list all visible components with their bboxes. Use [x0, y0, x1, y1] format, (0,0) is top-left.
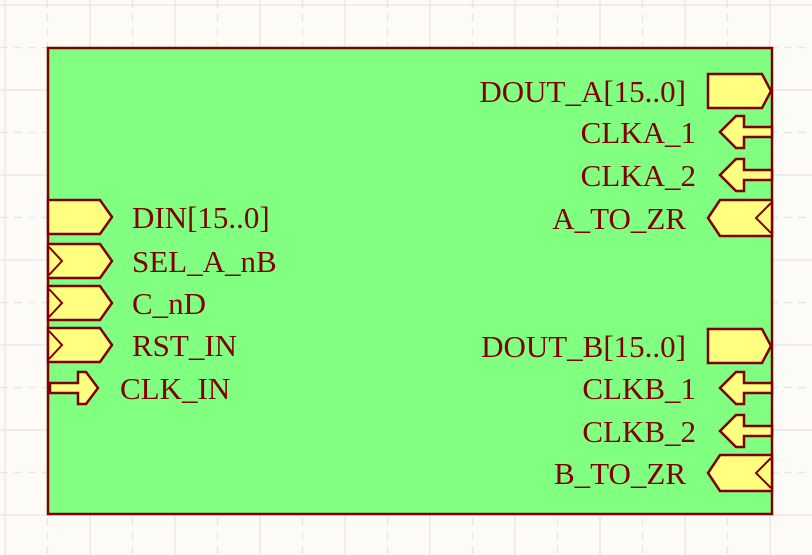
port-notch [754, 202, 772, 234]
pin-clk-in[interactable]: CLK_IN [48, 370, 230, 406]
input-port-icon [706, 198, 774, 238]
pin-label: CLK_IN [120, 371, 230, 406]
input-port-icon [706, 453, 774, 493]
pin-label: B_TO_ZR [554, 456, 686, 491]
clock-arrow-icon [718, 413, 774, 449]
pin-label: RST_IN [132, 328, 237, 363]
clock-arrow-icon [48, 370, 100, 406]
clock-arrow-icon [718, 370, 774, 406]
pin-label: CLKA_1 [581, 115, 696, 150]
clock-arrow-icon [718, 114, 774, 150]
pin-b-to-zr[interactable]: B_TO_ZR [554, 453, 774, 493]
pin-clka-1[interactable]: CLKA_1 [581, 114, 774, 150]
component-body[interactable] [46, 46, 774, 516]
pin-label: DOUT_A[15..0] [479, 74, 686, 109]
clock-arrow-icon [718, 157, 774, 193]
pin-dout-b[interactable]: DOUT_B[15..0] [481, 327, 773, 365]
input-port-icon [46, 284, 114, 322]
port-notch [48, 288, 64, 318]
pin-label: DIN[15..0] [132, 200, 270, 235]
port-notch [48, 330, 64, 360]
pin-label: CLKB_2 [582, 414, 696, 449]
pin-label: C_nD [132, 286, 206, 321]
pin-label: CLKA_2 [581, 158, 696, 193]
pin-a-to-zr[interactable]: A_TO_ZR [552, 198, 774, 238]
pin-label: SEL_A_nB [132, 244, 277, 279]
pin-clkb-2[interactable]: CLKB_2 [582, 413, 774, 449]
output-port-icon [46, 198, 114, 236]
output-port-icon [706, 72, 773, 110]
pin-clka-2[interactable]: CLKA_2 [581, 157, 774, 193]
pin-dout-a[interactable]: DOUT_A[15..0] [479, 72, 773, 110]
pin-sel-a-nb[interactable]: SEL_A_nB [46, 242, 277, 280]
pin-label: CLKB_1 [582, 371, 696, 406]
pin-label: DOUT_B[15..0] [481, 329, 686, 364]
input-port-icon [46, 242, 114, 280]
pin-rst-in[interactable]: RST_IN [46, 326, 237, 364]
pin-label: A_TO_ZR [552, 201, 686, 236]
port-notch [48, 246, 64, 276]
input-port-icon [46, 326, 114, 364]
pin-c-nd[interactable]: C_nD [46, 284, 206, 322]
pin-clkb-1[interactable]: CLKB_1 [582, 370, 774, 406]
port-notch [754, 457, 772, 489]
pin-din[interactable]: DIN[15..0] [46, 198, 270, 236]
output-port-icon [706, 327, 773, 365]
